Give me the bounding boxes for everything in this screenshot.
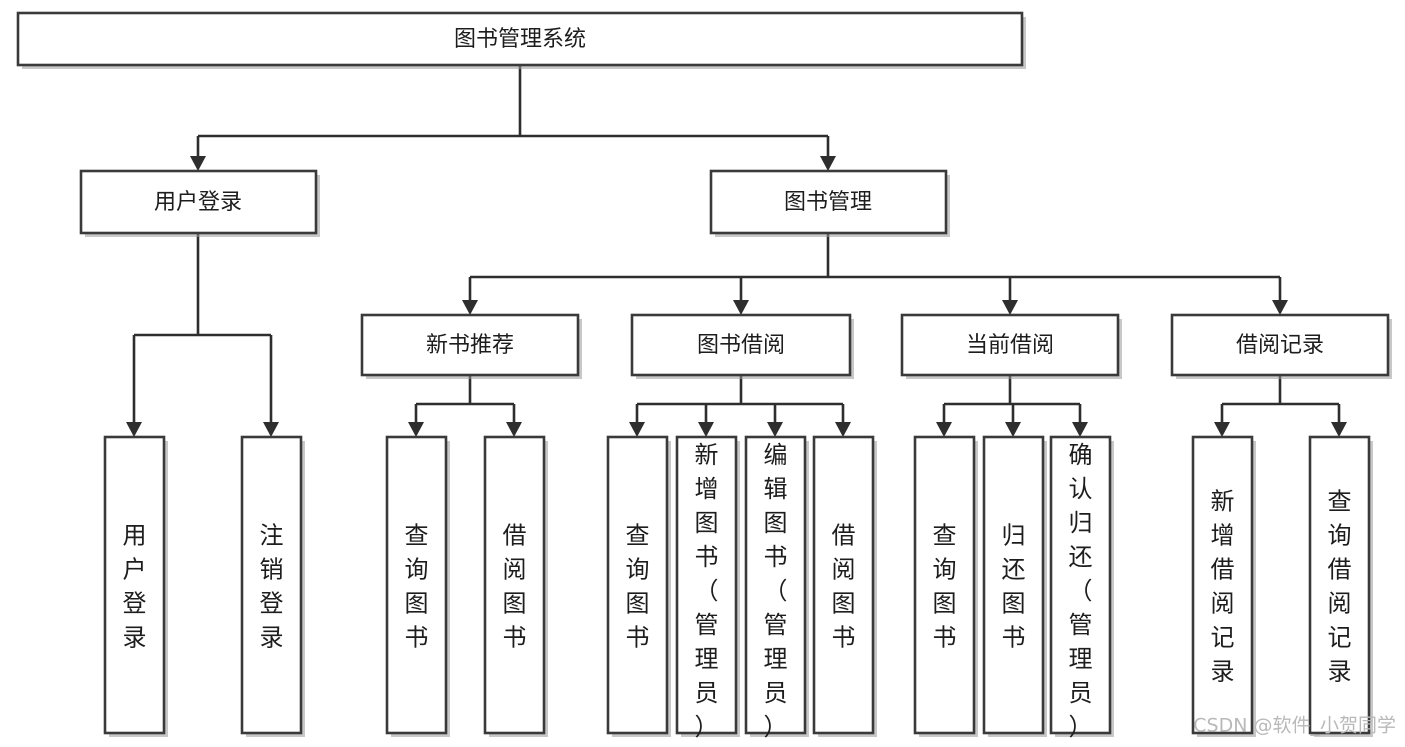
leaf-node[interactable]: 编辑图书（管理员） <box>744 435 809 741</box>
book-management-rect <box>709 169 948 235</box>
arrow-to-leaf-edit-book-admin <box>767 422 783 437</box>
leaf-rect <box>240 435 303 735</box>
leaf-label: 查询图书 <box>626 522 650 652</box>
leaf-label: 新增图书（管理员） <box>695 441 719 741</box>
leaf-node[interactable]: 用户登录 <box>103 435 168 737</box>
leaf-label: 新增借阅记录 <box>1211 488 1235 686</box>
leaf-rect <box>483 435 546 735</box>
node-borrow-record[interactable]: 借阅记录 <box>1170 313 1392 379</box>
node-user-login[interactable]: 用户登录 <box>79 169 320 237</box>
node-current-borrow[interactable]: 当前借阅 <box>900 313 1122 379</box>
leaf-node[interactable]: 确认归还（管理员） <box>1049 435 1114 741</box>
arrow-to-book-management <box>820 156 836 171</box>
new-book-recommend-label: 新书推荐 <box>426 333 514 358</box>
leaf-node[interactable]: 借阅图书 <box>483 435 548 737</box>
book-management-label: 图书管理 <box>784 190 872 215</box>
book-borrow-rect <box>630 313 852 377</box>
leaf-rect <box>982 435 1045 735</box>
leaf-label: 查询图书 <box>933 522 957 652</box>
user-login-rect <box>79 169 318 235</box>
leaf-rect <box>103 435 166 735</box>
arrow-to-leaf-query-book-3 <box>936 422 952 437</box>
current-borrow-label: 当前借阅 <box>966 333 1054 358</box>
leaf-node[interactable]: 归还图书 <box>982 435 1047 737</box>
arrow-to-leaf-borrow-book-2 <box>835 422 851 437</box>
arrow-to-leaf-add-book-admin <box>698 422 714 437</box>
arrow-to-leaf-borrow-book-1 <box>506 422 522 437</box>
arrow-to-leaf-user-login <box>126 422 142 437</box>
connector-layer <box>126 65 1347 437</box>
arrow-to-user-login <box>190 156 206 171</box>
arrow-to-leaf-return-book <box>1005 422 1021 437</box>
leaf-rect <box>606 435 669 735</box>
leaf-node[interactable]: 借阅图书 <box>812 435 877 737</box>
arrow-to-leaf-logout-login <box>263 422 279 437</box>
leaf-label: 查询图书 <box>405 522 429 652</box>
leaf-node[interactable]: 注销登录 <box>240 435 305 737</box>
arrow-to-leaf-confirm-return-admin <box>1072 422 1088 437</box>
leaf-node[interactable]: 查询借阅记录 <box>1308 435 1373 737</box>
leaf-rect <box>1308 435 1371 735</box>
arrow-to-leaf-add-borrow-record <box>1214 422 1230 437</box>
leaf-node[interactable]: 新增图书（管理员） <box>675 435 740 741</box>
leaf-label: 查询借阅记录 <box>1328 488 1352 686</box>
new-book-recommend-rect <box>360 313 580 377</box>
leaf-rect <box>744 435 807 735</box>
leaf-rect <box>385 435 448 735</box>
arrow-to-book-borrow <box>733 300 749 315</box>
arrow-to-current-borrow <box>1002 300 1018 315</box>
borrow-record-label: 借阅记录 <box>1236 333 1324 358</box>
leaf-node[interactable]: 查询图书 <box>913 435 978 737</box>
user-login-label: 用户登录 <box>154 190 242 215</box>
leaf-node-layer: 用户登录 注销登录 查询图书 借阅图书 查询图书 新增图书（管理员） 编辑图书（管理员） 借阅… <box>103 435 1373 741</box>
leaf-label: 归还图书 <box>1002 522 1026 652</box>
leaf-label: 编辑图书（管理员） <box>764 441 788 741</box>
leaf-label: 用户登录 <box>123 522 147 652</box>
node-book-management[interactable]: 图书管理 <box>709 169 950 237</box>
current-borrow-rect <box>900 313 1120 377</box>
leaf-node[interactable]: 查询图书 <box>385 435 450 737</box>
leaf-rect <box>1049 435 1112 735</box>
leaf-label: 确认归还（管理员） <box>1069 441 1093 741</box>
arrow-to-leaf-query-borrow-record <box>1331 422 1347 437</box>
leaf-rect <box>1191 435 1254 735</box>
root-label: 图书管理系统 <box>454 27 586 52</box>
root-rect <box>16 11 1024 67</box>
leaf-node[interactable]: 新增借阅记录 <box>1191 435 1256 737</box>
watermark-label: CSDN @软件_小贺同学 <box>1193 715 1396 737</box>
node-book-borrow[interactable]: 图书借阅 <box>630 313 854 379</box>
arrow-to-leaf-query-book-2 <box>629 422 645 437</box>
borrow-record-rect <box>1170 313 1390 377</box>
leaf-node[interactable]: 查询图书 <box>606 435 671 737</box>
leaf-rect <box>812 435 875 735</box>
arrow-to-borrow-record <box>1272 300 1288 315</box>
book-borrow-label: 图书借阅 <box>697 333 785 358</box>
leaf-label: 借阅图书 <box>832 522 856 652</box>
leaf-rect <box>675 435 738 735</box>
arrow-to-leaf-query-book-1 <box>408 422 424 437</box>
node-root[interactable]: 图书管理系统 <box>16 11 1026 69</box>
leaf-label: 借阅图书 <box>503 522 527 652</box>
leaf-label: 注销登录 <box>260 522 284 652</box>
arrow-to-new-book-recommend <box>462 300 478 315</box>
node-new-book-recommend[interactable]: 新书推荐 <box>360 313 582 379</box>
leaf-rect <box>913 435 976 735</box>
